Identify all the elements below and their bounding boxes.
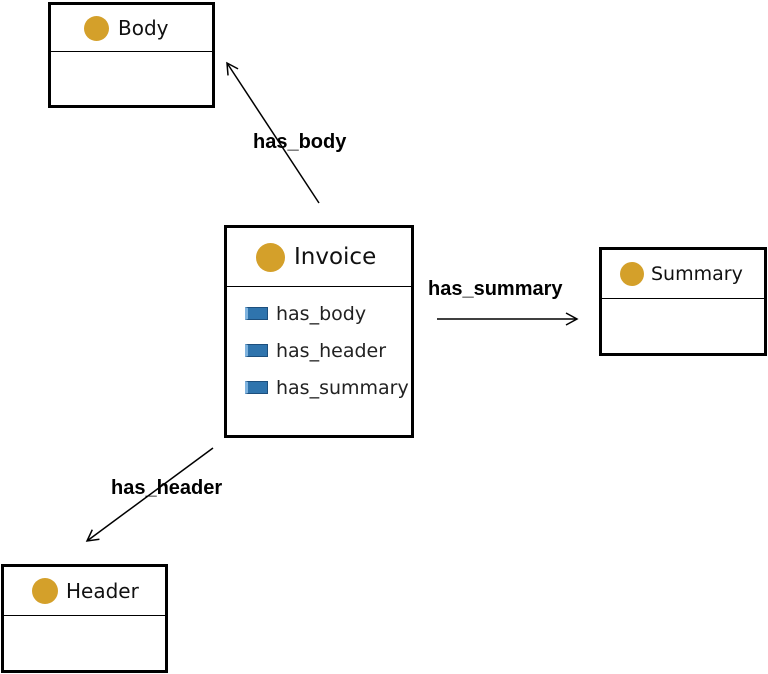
class-body[interactable]: Body — [48, 2, 215, 108]
class-header-header: Header — [4, 567, 165, 616]
class-body-name: Body — [118, 16, 169, 40]
class-body-header: Body — [51, 5, 212, 52]
class-summary-header: Summary — [602, 250, 764, 299]
object-property-icon — [245, 307, 268, 320]
object-property-icon — [245, 381, 268, 394]
property-has-summary[interactable]: has_summary — [227, 369, 411, 406]
has-header-edge — [85, 447, 214, 542]
class-header-name: Header — [66, 579, 139, 603]
has-body-edge — [226, 61, 320, 204]
class-summary-name: Summary — [651, 263, 743, 285]
property-has-header[interactable]: has_header — [227, 332, 411, 369]
circle-class-icon — [84, 15, 109, 41]
object-property-icon — [245, 344, 268, 357]
circle-class-icon — [256, 242, 285, 272]
class-invoice[interactable]: Invoice has_body has_header has_summary — [224, 225, 414, 438]
circle-class-icon — [620, 262, 644, 286]
edge-label-has-summary: has_summary — [428, 278, 563, 300]
edge-label-has-body: has_body — [253, 131, 347, 153]
property-label: has_summary — [276, 376, 409, 399]
class-summary[interactable]: Summary — [599, 247, 767, 356]
property-has-body[interactable]: has_body — [227, 295, 411, 332]
class-invoice-header: Invoice — [227, 228, 411, 287]
property-label: has_body — [276, 302, 367, 325]
class-header[interactable]: Header — [1, 564, 168, 673]
class-invoice-name: Invoice — [294, 244, 377, 270]
property-label: has_header — [276, 339, 387, 362]
invoice-property-list: has_body has_header has_summary — [227, 287, 411, 406]
edge-label-has-header: has_header — [111, 477, 223, 499]
circle-class-icon — [32, 578, 58, 604]
